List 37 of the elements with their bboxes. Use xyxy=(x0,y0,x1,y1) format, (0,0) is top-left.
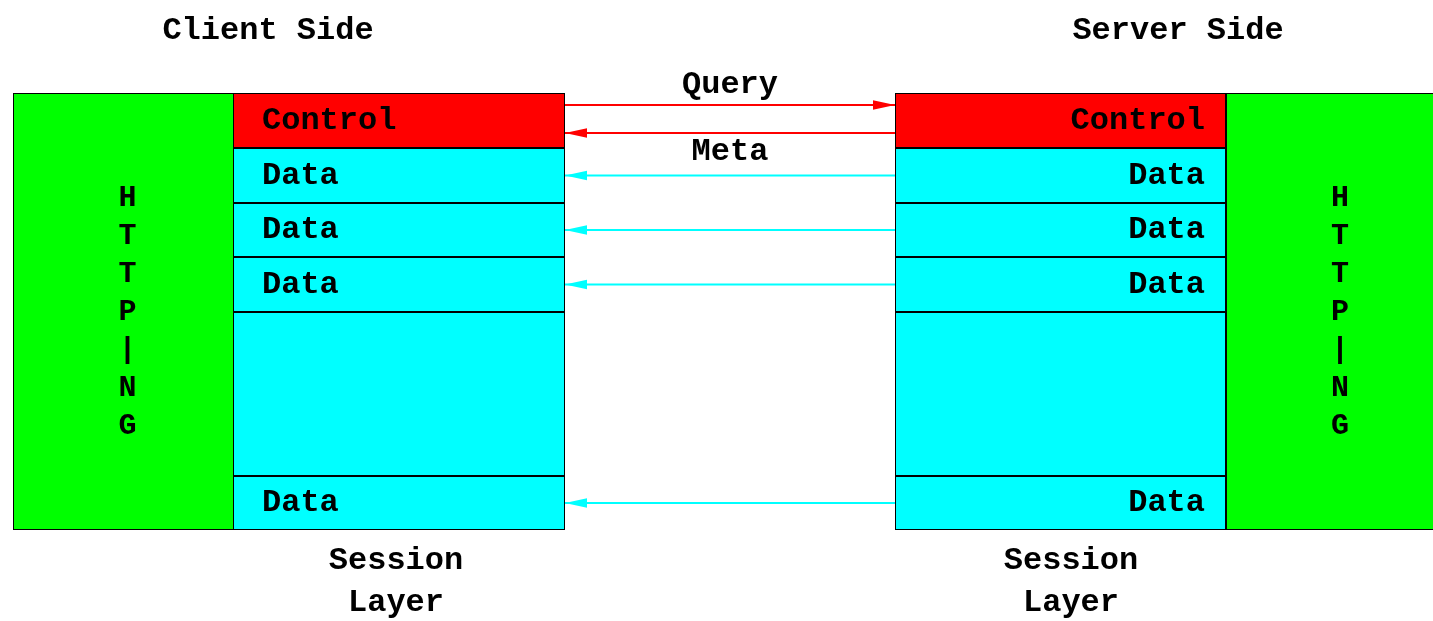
page-heading: Server Side xyxy=(1071,11,1285,51)
control-box xyxy=(895,93,1226,148)
box-label: Data xyxy=(262,487,339,519)
data-box xyxy=(233,476,565,530)
vertical-label: H T T P | N G xyxy=(1331,179,1349,445)
data-box xyxy=(895,312,1226,476)
vertical-label: H T T P | N G xyxy=(118,179,137,445)
layer-caption: Session Layer xyxy=(327,541,465,621)
arrow xyxy=(564,279,896,290)
layer-caption: Session Layer xyxy=(1002,541,1140,621)
arrow xyxy=(564,225,896,235)
box-label: Data xyxy=(1128,159,1205,192)
arrow xyxy=(564,170,896,181)
box-label: Data xyxy=(1128,214,1205,246)
box-label: Control xyxy=(1070,104,1205,137)
data-box xyxy=(233,312,565,476)
data-box xyxy=(895,257,1226,312)
box-label: Data xyxy=(1128,268,1205,301)
data-box xyxy=(895,476,1226,530)
box-label: Data xyxy=(262,159,339,192)
box-label: Data xyxy=(1128,487,1205,519)
control-box xyxy=(233,93,565,148)
data-box xyxy=(895,203,1226,257)
data-box xyxy=(233,257,565,312)
protocol-panel xyxy=(1226,93,1433,530)
box-label: Control xyxy=(262,104,397,137)
data-box xyxy=(895,148,1226,203)
edge-label: Query xyxy=(680,69,780,101)
box-label: Data xyxy=(262,214,339,246)
box-label: Data xyxy=(262,268,339,301)
arrow xyxy=(564,498,896,508)
protocol-panel xyxy=(13,93,234,530)
arrow xyxy=(564,100,896,110)
data-box xyxy=(233,203,565,257)
arrow xyxy=(564,128,896,138)
data-box xyxy=(233,148,565,203)
page-heading: Client Side xyxy=(161,11,375,51)
